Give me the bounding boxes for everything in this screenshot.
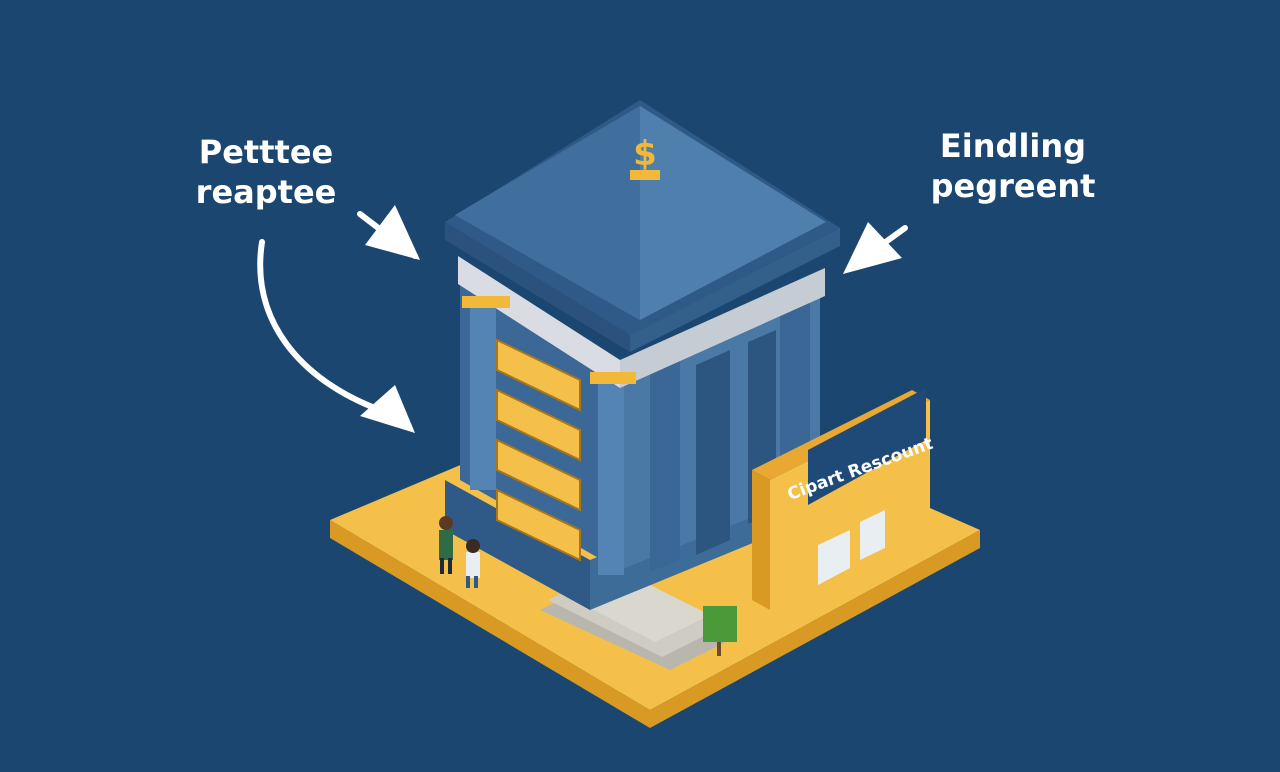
tree xyxy=(703,606,737,656)
arrow-left-curve-icon xyxy=(257,239,415,433)
roof xyxy=(445,100,840,352)
arrow-left-upper-icon xyxy=(357,205,420,260)
left-callout-label: Petttee reaptee xyxy=(195,133,337,211)
svg-text:$: $ xyxy=(633,134,657,174)
people xyxy=(439,516,480,588)
kiosk xyxy=(752,388,930,610)
vault-shelves xyxy=(496,338,581,562)
right-callout-label: Eindling pegreent xyxy=(930,127,1096,205)
dollar-sign-icon: $ xyxy=(630,134,660,180)
arrow-right-icon xyxy=(843,222,908,274)
